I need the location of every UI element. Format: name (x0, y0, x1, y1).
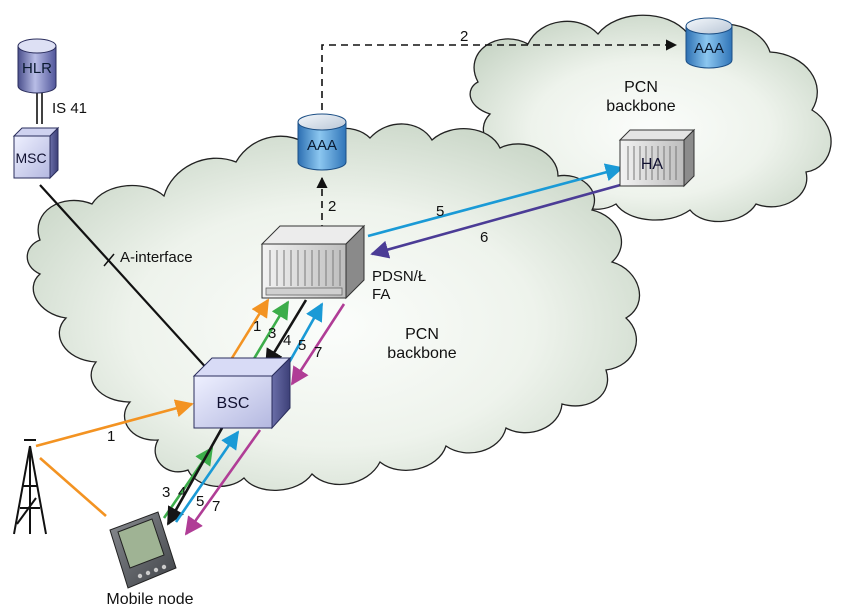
msc-box-icon (12, 126, 60, 180)
step-label-pdsn-aaa: 2 (328, 198, 336, 215)
mobile-node-label: Mobile node (106, 591, 193, 608)
step-label-mn-bsc-3: 3 (162, 484, 170, 501)
msc-label: MSC (15, 150, 46, 166)
pdsn-label-line1: PDSN/Ł (372, 268, 426, 285)
step-label-mn-bsc-7: 7 (212, 498, 220, 515)
is41-label: IS 41 (52, 100, 87, 117)
pdsn-to-ha-arrow (367, 163, 624, 238)
ha-label: HA (641, 156, 664, 173)
aaa-home-server-icon (685, 17, 733, 69)
tower-to-bsc-step1 (35, 399, 194, 448)
step-label-bsc-pdsn-7: 7 (314, 344, 322, 361)
aaa-home-label: AAA (694, 40, 724, 57)
step-label-bsc-pdsn-1: 1 (253, 318, 261, 335)
bsc-to-pdsn-step3 (250, 300, 290, 363)
aaa-visited-label: AAA (307, 137, 337, 154)
home-cloud-label-line2: backbone (606, 98, 675, 115)
a-interface-line (39, 184, 211, 373)
visited-network-cloud (26, 123, 641, 491)
a-interface-label: A-interface (120, 249, 193, 266)
visited-cloud-label-line1: PCN (405, 326, 439, 343)
bsc-label: BSC (217, 395, 250, 412)
bsc-to-pdsn-step5 (284, 302, 324, 369)
aaa-to-home-aaa-arrow (321, 39, 678, 110)
step-label-bsc-pdsn-5: 5 (298, 337, 306, 354)
tower-to-mobile-link (39, 457, 107, 517)
ha-to-pdsn-arrow (370, 182, 625, 259)
step-label-bsc-pdsn-4: 4 (283, 332, 291, 349)
mn-to-bsc-step5 (174, 430, 240, 523)
hlr-label: HLR (22, 60, 52, 77)
cell-tower-icon (13, 439, 47, 535)
ha-router-icon (618, 128, 696, 188)
step-label-tower-bsc-1: 1 (107, 428, 115, 445)
step-label-ha-pdsn: 6 (480, 229, 488, 246)
bsc-to-mn-step7 (184, 429, 262, 536)
bsc-box-icon (192, 356, 292, 430)
step-label-mn-bsc-4: 4 (178, 484, 186, 501)
pdsn-label-line2: FA (372, 286, 390, 303)
mobile-node-device-icon (109, 511, 177, 589)
step-label-mn-bsc-5: 5 (196, 493, 204, 510)
pdsn-fa-router-icon (260, 224, 366, 300)
hlr-database-icon (17, 38, 57, 94)
bsc-to-pdsn-step1 (230, 298, 270, 359)
step-label-pdsn-ha: 5 (436, 203, 444, 220)
aaa-server-icon (297, 113, 347, 171)
visited-cloud-label-line2: backbone (387, 345, 456, 362)
a-interface-tick (103, 253, 115, 267)
step-label-bsc-pdsn-3: 3 (268, 325, 276, 342)
home-cloud-label-line1: PCN (624, 79, 658, 96)
step-label-aaa-home: 2 (460, 28, 468, 45)
pdsn-to-bsc-step7 (290, 303, 346, 386)
pdsn-to-bsc-step4 (264, 299, 308, 368)
bsc-to-mn-step4 (166, 427, 224, 526)
